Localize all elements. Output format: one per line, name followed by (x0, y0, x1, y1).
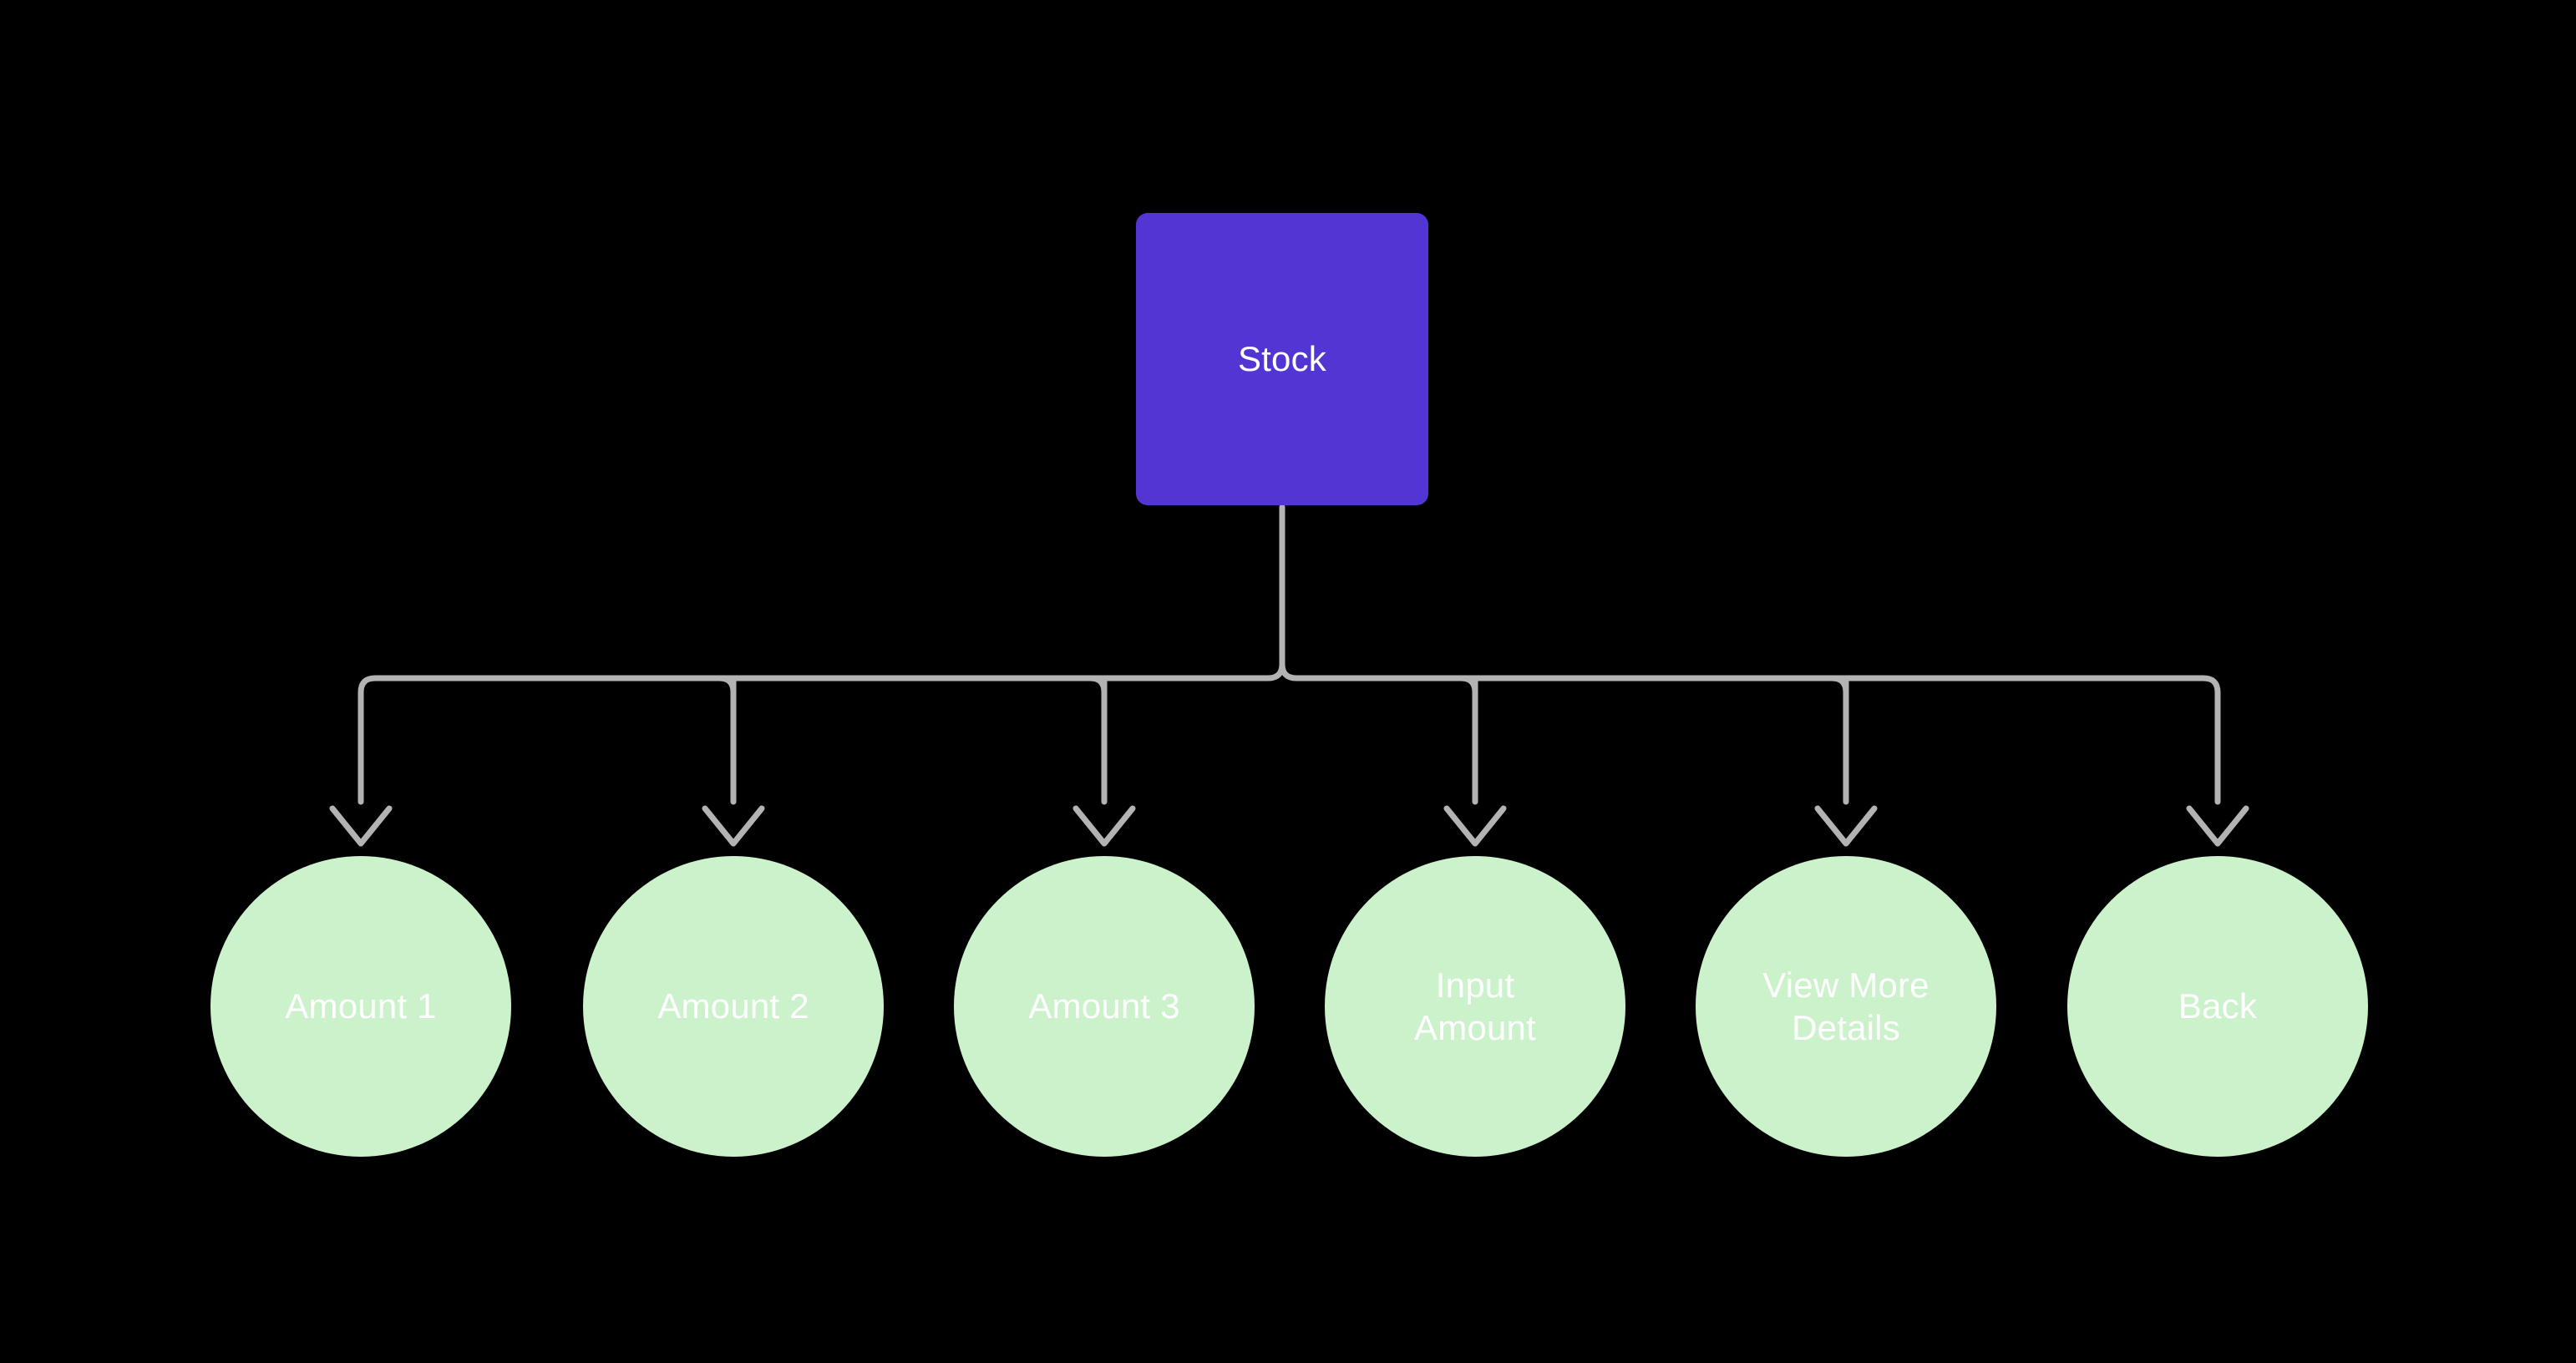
arrowhead-input-amount (1443, 805, 1507, 847)
node-amount-3[interactable]: Amount 3 (954, 856, 1255, 1157)
edge-bar-left (357, 661, 1285, 805)
node-view-more-details-label: View More Details (1762, 965, 1929, 1047)
arrowhead-amount-3 (1072, 805, 1136, 847)
arrowhead-back (2186, 805, 2249, 847)
node-amount-1-label: Amount 1 (285, 986, 437, 1026)
edge-bar-right (1279, 661, 2221, 805)
node-view-more-details[interactable]: View More Details (1696, 856, 1996, 1157)
node-stock[interactable]: Stock (1136, 213, 1428, 505)
node-input-amount[interactable]: Input Amount (1325, 856, 1625, 1157)
node-back-label: Back (2178, 986, 2258, 1026)
edge-shoulder-amount-2 (716, 675, 737, 696)
node-amount-2-label: Amount 2 (657, 986, 809, 1026)
node-amount-3-label: Amount 3 (1028, 986, 1180, 1026)
arrowhead-amount-1 (329, 805, 393, 847)
arrowhead-amount-2 (702, 805, 765, 847)
node-stock-label: Stock (1237, 339, 1327, 379)
node-back[interactable]: Back (2067, 856, 2368, 1157)
node-amount-1[interactable]: Amount 1 (210, 856, 511, 1157)
edge-shoulder-input-amount (1458, 675, 1478, 696)
node-amount-2[interactable]: Amount 2 (583, 856, 884, 1157)
edge-shoulder-amount-3 (1087, 675, 1108, 696)
arrowhead-view-more-details (1814, 805, 1878, 847)
node-input-amount-label: Input Amount (1414, 965, 1536, 1047)
edge-shoulder-view-more-details (1828, 675, 1849, 696)
